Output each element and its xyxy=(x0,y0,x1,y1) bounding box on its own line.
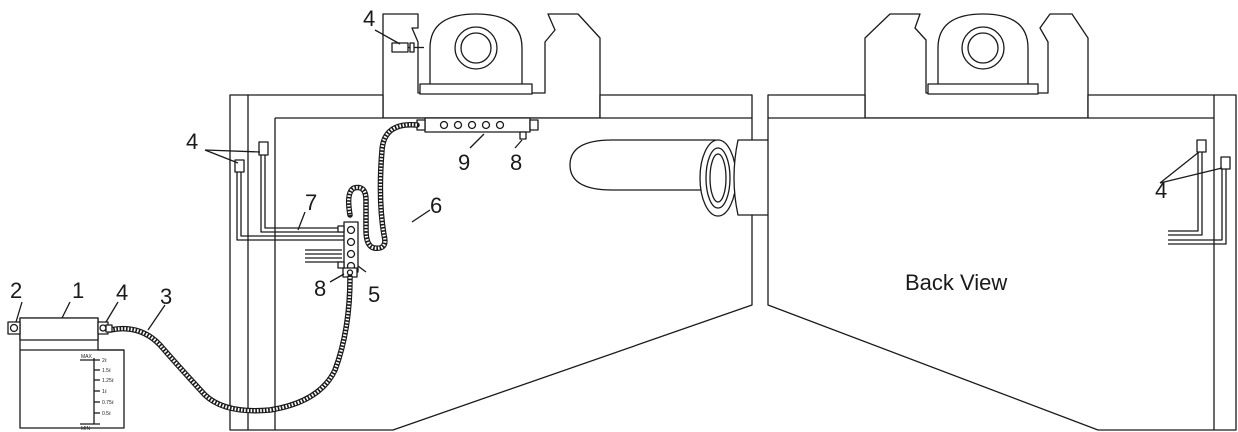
front-top-bracket xyxy=(382,13,601,119)
back-top-bracket xyxy=(864,13,1089,119)
callout-2: 2 xyxy=(10,278,22,303)
back-body xyxy=(767,94,1237,431)
left-sensor-lines xyxy=(234,141,352,263)
front-unit xyxy=(229,13,771,431)
callout-8-upper: 8 xyxy=(510,150,522,175)
back-sensor-lines xyxy=(1168,139,1231,245)
svg-text:1.25ℓ: 1.25ℓ xyxy=(102,378,114,384)
manifold xyxy=(416,117,539,140)
callout-4-top: 4 xyxy=(363,6,375,31)
coupling xyxy=(733,139,771,216)
callout-9: 9 xyxy=(458,150,470,175)
reservoir-lid xyxy=(19,317,99,341)
top-sensor xyxy=(391,42,424,53)
hoses xyxy=(107,121,420,414)
back-view-caption: Back View xyxy=(905,270,1007,295)
svg-text:2ℓ: 2ℓ xyxy=(102,358,107,364)
callout-8-lower: 8 xyxy=(314,276,326,301)
svg-text:0.75ℓ: 0.75ℓ xyxy=(102,400,114,406)
callout-7: 7 xyxy=(305,190,317,215)
back-bearing-base xyxy=(927,83,1039,95)
callout-4-reservoir: 4 xyxy=(116,280,128,305)
callout-5: 5 xyxy=(368,282,380,307)
front-bearing-base xyxy=(419,83,533,95)
reservoir-cap xyxy=(7,321,21,335)
svg-text:1.5ℓ: 1.5ℓ xyxy=(102,368,111,374)
svg-text:MIN: MIN xyxy=(81,426,91,432)
spout xyxy=(569,139,716,191)
reservoir: MAX MIN 2ℓ 1.5ℓ 1.25ℓ 1ℓ 0.75ℓ 0.5ℓ xyxy=(7,317,125,432)
callout-4-left: 4 xyxy=(186,129,198,154)
callout-1: 1 xyxy=(72,278,84,303)
back-unit: Back View xyxy=(767,13,1237,431)
svg-text:0.5ℓ: 0.5ℓ xyxy=(102,411,111,417)
leader-lines xyxy=(15,29,1223,331)
svg-text:1ℓ: 1ℓ xyxy=(102,389,107,395)
svg-text:MAX: MAX xyxy=(81,354,93,360)
callout-3: 3 xyxy=(160,284,172,309)
distribution-block xyxy=(337,221,359,278)
callout-4-back: 4 xyxy=(1155,178,1167,203)
callout-6: 6 xyxy=(430,193,442,218)
callout-labels: 4 4 4 2 1 4 3 7 8 5 6 9 8 xyxy=(10,6,1167,309)
